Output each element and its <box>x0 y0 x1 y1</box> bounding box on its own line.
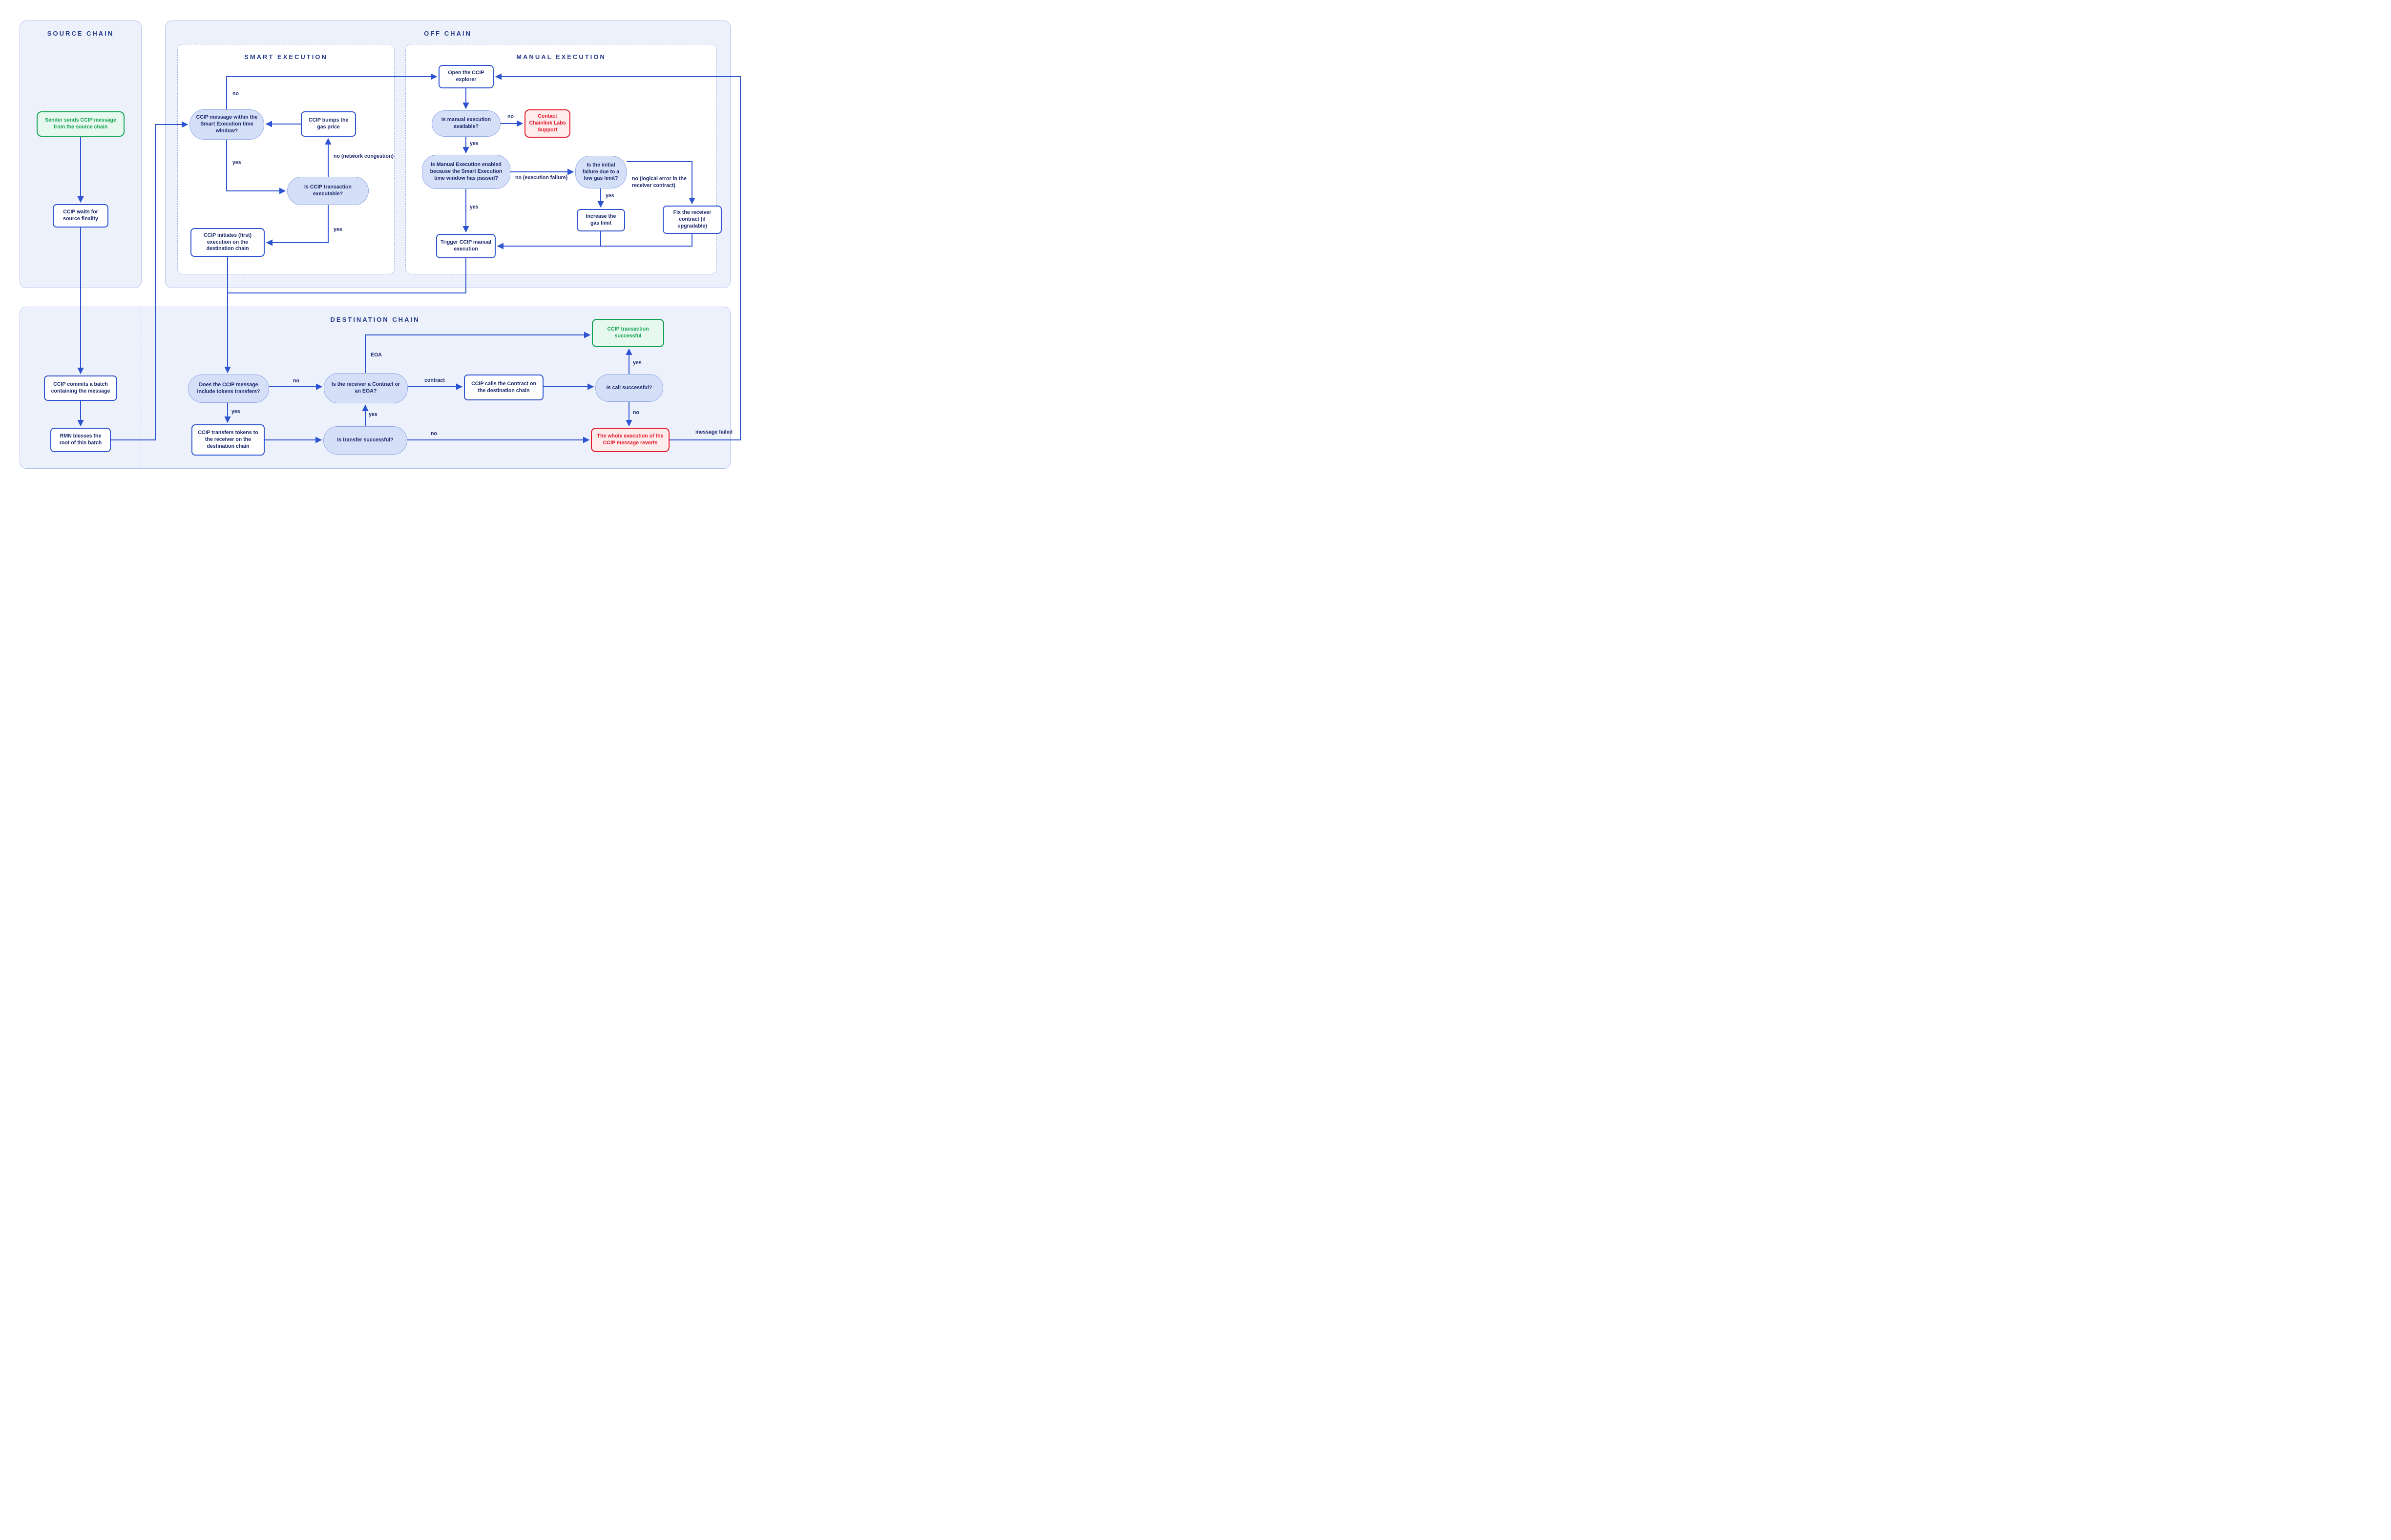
node-initiates-execution: CCIP initiates (first) execution on the … <box>190 228 265 257</box>
label-enabled-yes: yes <box>470 204 479 210</box>
source-chain-title: SOURCE CHAIN <box>47 30 114 37</box>
manual-execution-title: MANUAL EXECUTION <box>516 53 606 61</box>
node-manual-enabled: Is Manual Execution enabled because the … <box>422 155 510 189</box>
label-message-failed: message failed <box>695 429 733 435</box>
node-trigger-manual: Trigger CCIP manual execution <box>436 234 496 258</box>
label-gas-yes: yes <box>606 193 614 199</box>
node-tx-executable: Is CCIP transaction executable? <box>287 177 369 205</box>
node-call-successful: Is call successful? <box>595 374 663 402</box>
label-executable-yes: yes <box>334 227 342 232</box>
node-receiver-type: Is the receiver a Contract or an EOA? <box>324 373 408 403</box>
node-open-explorer: Open the CCIP explorer <box>439 65 494 88</box>
node-rmn-blesses: RMN blesses the root of this batch <box>50 428 111 452</box>
label-contract: contract <box>424 377 445 383</box>
label-network-congestion: no (network congestion) <box>334 153 394 159</box>
label-transfer-yes: yes <box>369 412 378 417</box>
ccip-execution-flow-diagram: SOURCE CHAIN OFF CHAIN SMART EXECUTION M… <box>0 0 750 483</box>
label-call-yes: yes <box>633 360 642 366</box>
label-transfer-no: no <box>431 431 437 437</box>
node-fix-receiver: Fix the receiver contract (if upgradable… <box>663 206 722 234</box>
node-contact-support: Contact Chainlink Labs Support <box>524 109 570 138</box>
destination-chain-title: DESTINATION CHAIN <box>330 316 420 323</box>
node-includes-tokens: Does the CCIP message include tokens tra… <box>188 375 269 403</box>
node-manual-available: Is manual execution available? <box>432 110 501 137</box>
node-waits-finality: CCIP waits for source finality <box>53 204 108 228</box>
node-calls-contract: CCIP calls the Contract on the destinati… <box>464 375 544 400</box>
label-eoa: EOA <box>371 352 382 358</box>
label-manual-no: no <box>507 114 514 120</box>
node-commits-batch: CCIP commits a batch containing the mess… <box>44 375 117 401</box>
label-call-no: no <box>633 410 639 416</box>
node-execution-reverts: The whole execution of the CCIP message … <box>591 428 670 452</box>
label-smart-yes: yes <box>232 160 241 166</box>
node-increase-gas: Increase the gas limit <box>577 209 625 231</box>
smart-execution-title: SMART EXECUTION <box>244 53 328 61</box>
node-transfers-tokens: CCIP transfers tokens to the receiver on… <box>191 424 265 456</box>
node-msg-window: CCIP message within the Smart Execution … <box>189 109 264 140</box>
node-bumps-gas: CCIP bumps the gas price <box>301 111 356 137</box>
node-transfer-successful: Is transfer successful? <box>323 426 407 455</box>
label-smart-no: no <box>232 91 239 97</box>
label-logical-error: no (logical error in the receiver contra… <box>632 176 687 188</box>
node-sender-sends: Sender sends CCIP message from the sourc… <box>37 111 125 137</box>
source-chain-panel: SOURCE CHAIN <box>20 21 142 288</box>
label-manual-yes: yes <box>470 141 479 146</box>
off-chain-title: OFF CHAIN <box>424 30 472 37</box>
label-tokens-yes: yes <box>231 409 240 415</box>
node-tx-successful: CCIP transaction successful <box>592 319 664 347</box>
node-initial-failure: Is the initial failure due to a low gas … <box>575 156 627 188</box>
label-tokens-no: no <box>293 378 299 384</box>
label-execution-failure: no (execution failure) <box>515 175 568 181</box>
